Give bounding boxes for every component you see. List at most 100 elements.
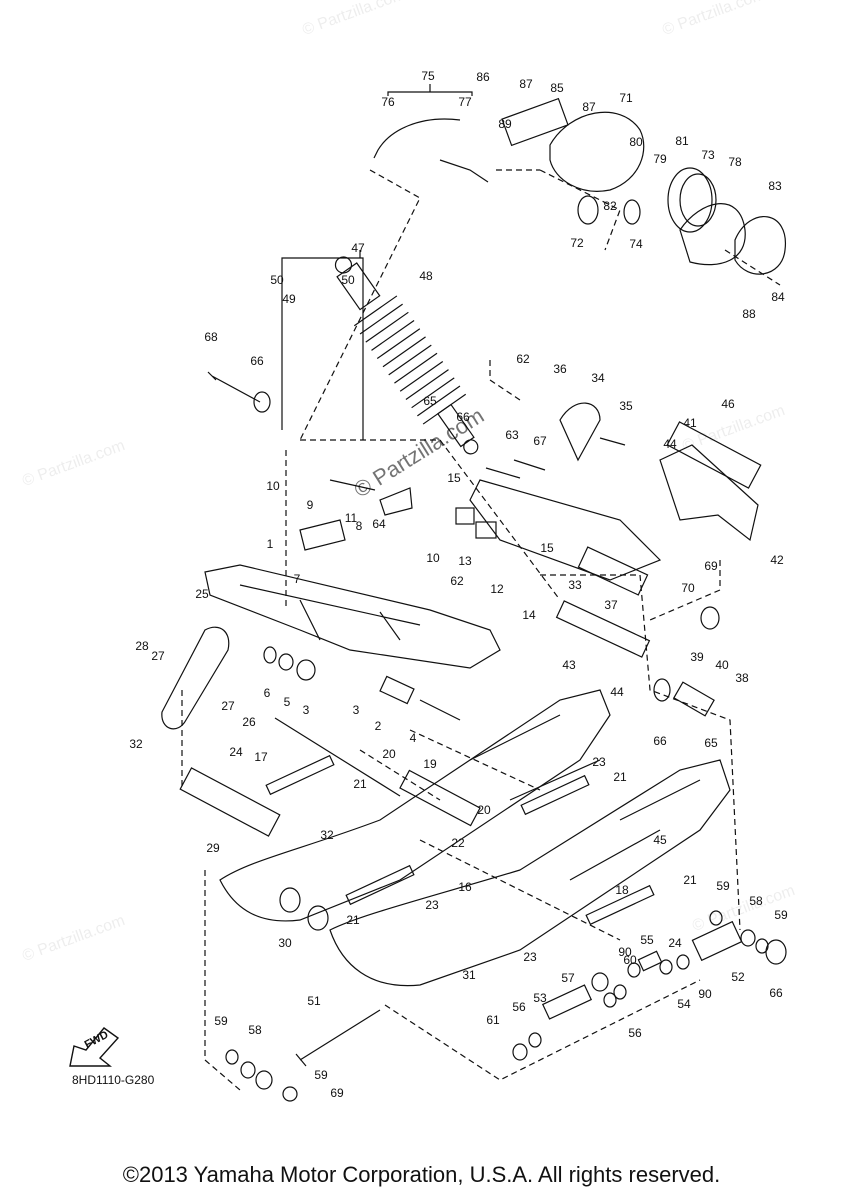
- callout-55: 55: [640, 933, 654, 947]
- callout-53: 53: [533, 991, 547, 1005]
- callout-66: 66: [250, 354, 264, 368]
- callout-12: 12: [490, 582, 504, 596]
- callout-38: 38: [735, 671, 749, 685]
- callout-4: 4: [409, 731, 417, 745]
- callout-21: 21: [613, 770, 627, 784]
- callout-60: 60: [623, 953, 637, 967]
- fwd-arrow-icon: [69, 1027, 120, 1067]
- bushing-39: [700, 606, 720, 630]
- callout-23: 23: [523, 950, 537, 964]
- callout-44: 44: [663, 437, 677, 451]
- callout-83: 83: [768, 179, 782, 193]
- bushing-66b: [653, 678, 671, 702]
- callout-3: 3: [352, 703, 360, 717]
- part-69: [282, 1086, 298, 1102]
- callout-79: 79: [653, 152, 667, 166]
- callout-66: 66: [456, 410, 470, 424]
- slide-rail-holes: [469, 714, 701, 881]
- callout-16: 16: [458, 880, 472, 894]
- callout-27: 27: [151, 649, 165, 663]
- callout-42: 42: [770, 553, 784, 567]
- bolt-4: [419, 699, 461, 721]
- diagram-code: 8HD1110-G280: [72, 1073, 155, 1087]
- callout-23: 23: [425, 898, 439, 912]
- callout-37: 37: [604, 598, 618, 612]
- callout-26: 26: [242, 715, 256, 729]
- callout-22: 22: [451, 836, 465, 850]
- callout-36: 36: [553, 362, 567, 376]
- callout-3: 3: [302, 703, 310, 717]
- callout-18: 18: [615, 883, 629, 897]
- slide-rail-right: [329, 759, 731, 987]
- callout-21: 21: [683, 873, 697, 887]
- bushing-66: [253, 391, 271, 413]
- callout-48: 48: [419, 269, 433, 283]
- callout-88: 88: [742, 307, 756, 321]
- callout-66: 66: [769, 986, 783, 1000]
- callout-62: 62: [450, 574, 464, 588]
- callout-24: 24: [229, 745, 243, 759]
- callout-65: 65: [423, 394, 437, 408]
- bushing-30a: [279, 887, 301, 913]
- callout-15: 15: [540, 541, 554, 555]
- callout-21: 21: [346, 913, 360, 927]
- nut-57: [591, 972, 609, 992]
- gear-74: [623, 199, 641, 225]
- shaft-43: [555, 600, 651, 658]
- callout-49: 49: [282, 292, 296, 306]
- callout-27: 27: [221, 699, 235, 713]
- callout-20: 20: [382, 747, 396, 761]
- bushing-15: [455, 507, 475, 525]
- shaft-51: [295, 1009, 381, 1067]
- shaft-2: [379, 675, 415, 705]
- callout-74: 74: [629, 237, 643, 251]
- callout-5: 5: [283, 695, 291, 709]
- callout-32: 32: [320, 828, 334, 842]
- callout-59: 59: [314, 1068, 328, 1082]
- dashed-outline: [181, 360, 741, 1091]
- shaft-13: [475, 521, 497, 539]
- part-59: [755, 938, 769, 954]
- bolt-63: [485, 467, 521, 479]
- callout-50: 50: [270, 273, 284, 287]
- callout-63: 63: [505, 428, 519, 442]
- callout-2: 2: [374, 719, 382, 733]
- callout-29: 29: [206, 841, 220, 855]
- rear-arm-inner: [239, 584, 421, 641]
- callout-81: 81: [675, 134, 689, 148]
- front-arm-33: [469, 479, 662, 581]
- callout-58: 58: [749, 894, 763, 908]
- part-5: [278, 653, 294, 671]
- part-60: [613, 984, 627, 1000]
- shaft-37: [577, 546, 649, 596]
- callout-82: 82: [603, 199, 617, 213]
- callout-72: 72: [570, 236, 584, 250]
- gear-81: [667, 167, 713, 233]
- bracket-11: [379, 487, 413, 516]
- bolt-17: [274, 717, 401, 797]
- callout-11: 11: [344, 511, 358, 525]
- bolt-55: [637, 950, 663, 972]
- gasket-78: [679, 203, 746, 266]
- callout-24: 24: [668, 936, 682, 950]
- cover-83: [734, 216, 786, 275]
- leader-9: [329, 479, 376, 491]
- callout-23: 23: [592, 755, 606, 769]
- callout-80: 80: [629, 135, 643, 149]
- strip-21a: [265, 754, 335, 796]
- callout-78: 78: [728, 155, 742, 169]
- shaft-19: [399, 769, 481, 827]
- bracket-34: [559, 402, 601, 462]
- callout-87: 87: [582, 100, 596, 114]
- rear-arm-1: [204, 564, 501, 669]
- callout-59: 59: [214, 1014, 228, 1028]
- callout-67: 67: [533, 434, 547, 448]
- gear-72: [577, 195, 599, 225]
- part-85-plate: [501, 97, 569, 147]
- bracket-7: [299, 519, 346, 551]
- callout-56: 56: [628, 1026, 642, 1040]
- callout-73: 73: [701, 148, 715, 162]
- callout-86: 86: [476, 70, 490, 84]
- callout-58: 58: [248, 1023, 262, 1037]
